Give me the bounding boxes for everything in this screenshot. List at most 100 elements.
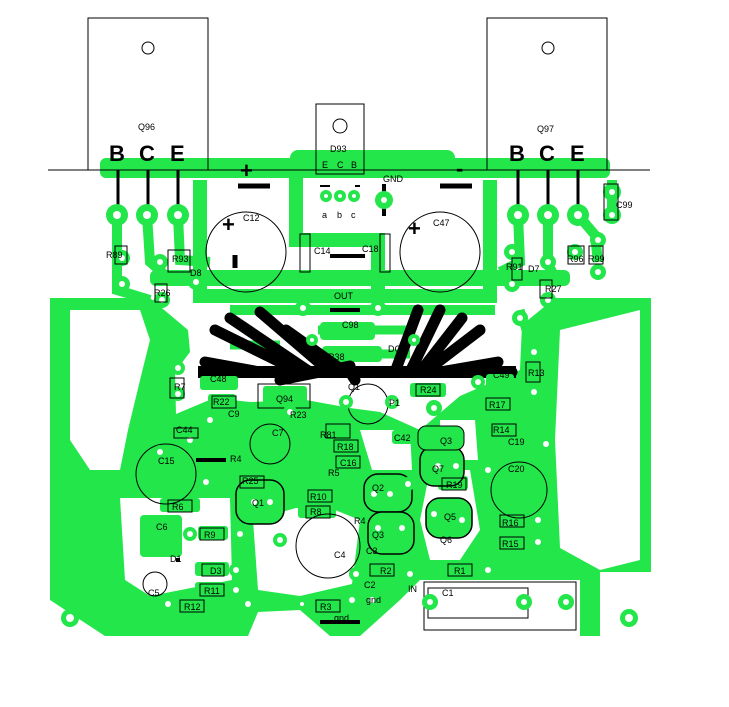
label-r38: R38 bbox=[328, 352, 345, 362]
label-q2: Q2 bbox=[372, 483, 384, 493]
label-r22: R22 bbox=[213, 397, 230, 407]
label-r4b: R4 bbox=[354, 516, 366, 526]
label-c44: C44 bbox=[176, 425, 193, 435]
label-c19: C19 bbox=[508, 437, 525, 447]
label-r5: R5 bbox=[328, 468, 340, 478]
d93-pin-c2: c bbox=[351, 210, 356, 220]
label-c98: C98 bbox=[342, 320, 359, 330]
pin-b-q96: B bbox=[109, 141, 125, 166]
label-q96: Q96 bbox=[138, 122, 155, 132]
label-r10: R10 bbox=[310, 492, 327, 502]
pin-b-q97: B bbox=[509, 141, 525, 166]
pin-e-q97: E bbox=[570, 141, 585, 166]
label-r14: R14 bbox=[493, 425, 510, 435]
pads bbox=[61, 183, 638, 627]
sign-plus-2: + bbox=[222, 212, 235, 237]
label-d3: D3 bbox=[210, 566, 222, 576]
label-c14: C14 bbox=[314, 246, 331, 256]
label-q3: Q3 bbox=[372, 530, 384, 540]
label-c4: C4 bbox=[334, 550, 346, 560]
d93-pin-b2: b bbox=[337, 210, 342, 220]
pin-c-q96: C bbox=[139, 141, 155, 166]
net-gnd-1: gnd bbox=[366, 595, 381, 605]
label-c9: C9 bbox=[228, 409, 240, 419]
pin-e-q96: E bbox=[170, 141, 185, 166]
label-r99: R99 bbox=[588, 254, 605, 264]
label-r11: R11 bbox=[204, 586, 220, 596]
labels: Q96 Q97 B C E B C E D93 E C B a b c GND … bbox=[106, 122, 633, 623]
sign-minus: - bbox=[456, 156, 463, 181]
label-r13: R13 bbox=[528, 368, 545, 378]
label-r89: R89 bbox=[106, 250, 123, 260]
label-c2: C2 bbox=[364, 580, 376, 590]
label-c7: C7 bbox=[272, 428, 284, 438]
label-r19: R19 bbox=[446, 480, 463, 490]
net-in: IN bbox=[408, 584, 417, 594]
label-c12: C12 bbox=[243, 213, 260, 223]
label-c18: C18 bbox=[362, 244, 379, 254]
label-r96: R96 bbox=[567, 254, 584, 264]
label-c5: C5 bbox=[148, 588, 160, 598]
label-r12: R12 bbox=[184, 602, 201, 612]
label-r18: R18 bbox=[337, 442, 354, 452]
label-d93: D93 bbox=[330, 144, 347, 154]
net-gnd-top: GND bbox=[383, 174, 404, 184]
label-r4: R4 bbox=[230, 454, 242, 464]
label-d7: D7 bbox=[528, 264, 540, 274]
label-c99: C99 bbox=[616, 200, 633, 210]
label-q7: Q7 bbox=[432, 464, 444, 474]
label-d8: D8 bbox=[190, 268, 202, 278]
label-c48: C48 bbox=[210, 374, 227, 384]
heatsink-fingers bbox=[198, 304, 518, 386]
label-r6: R6 bbox=[172, 502, 184, 512]
label-r26: R26 bbox=[154, 288, 171, 298]
label-r91: R91 bbox=[506, 262, 523, 272]
label-q97: Q97 bbox=[537, 124, 554, 134]
label-c6: C6 bbox=[156, 522, 168, 532]
d93-pin-c: C bbox=[337, 160, 344, 170]
copper-void bbox=[70, 310, 150, 470]
label-c47: C47 bbox=[433, 218, 450, 228]
label-r25: R25 bbox=[242, 476, 259, 486]
sign-plus-1: + bbox=[240, 158, 253, 183]
label-c20: C20 bbox=[508, 464, 525, 474]
label-r27: R27 bbox=[545, 284, 562, 294]
label-r16: R16 bbox=[502, 518, 519, 528]
label-r9: R9 bbox=[204, 530, 216, 540]
label-r24: R24 bbox=[420, 385, 437, 395]
label-c1: C1 bbox=[442, 588, 454, 598]
d93-pin-a: a bbox=[322, 210, 327, 220]
copper-void bbox=[253, 508, 360, 596]
label-r15: R15 bbox=[502, 539, 519, 549]
pin-c-q97: C bbox=[539, 141, 555, 166]
label-q6: Q6 bbox=[440, 535, 452, 545]
label-r8: R8 bbox=[310, 507, 322, 517]
copper-void bbox=[555, 310, 640, 570]
net-out: OUT bbox=[334, 291, 354, 301]
label-q94: Q94 bbox=[276, 394, 293, 404]
sign-plus-3: + bbox=[408, 216, 421, 241]
d93-pin-e: E bbox=[322, 160, 328, 170]
label-q1: Q1 bbox=[252, 498, 264, 508]
label-r23: R23 bbox=[290, 410, 307, 420]
label-r17: R17 bbox=[489, 400, 506, 410]
component-boxes bbox=[114, 183, 619, 613]
label-c42: C42 bbox=[394, 433, 411, 443]
label-c15: C15 bbox=[158, 456, 175, 466]
label-r93: R93 bbox=[172, 254, 189, 264]
label-q5: Q5 bbox=[444, 512, 456, 522]
label-c16: C16 bbox=[340, 458, 357, 468]
label-r1: R1 bbox=[454, 566, 466, 576]
label-c3: C3 bbox=[366, 546, 378, 556]
d93-pin-b: B bbox=[351, 160, 357, 170]
label-r3: R3 bbox=[320, 602, 332, 612]
label-q3-top: Q3 bbox=[440, 436, 452, 446]
label-q1-big: Q1 bbox=[348, 382, 360, 392]
label-r2: R2 bbox=[380, 566, 392, 576]
net-gnd-2: gnd bbox=[334, 613, 349, 623]
label-r81: R81 bbox=[320, 430, 337, 440]
label-c49: C49 bbox=[493, 370, 510, 380]
label-r7: R7 bbox=[174, 382, 186, 392]
label-d1: D1 bbox=[170, 554, 182, 564]
